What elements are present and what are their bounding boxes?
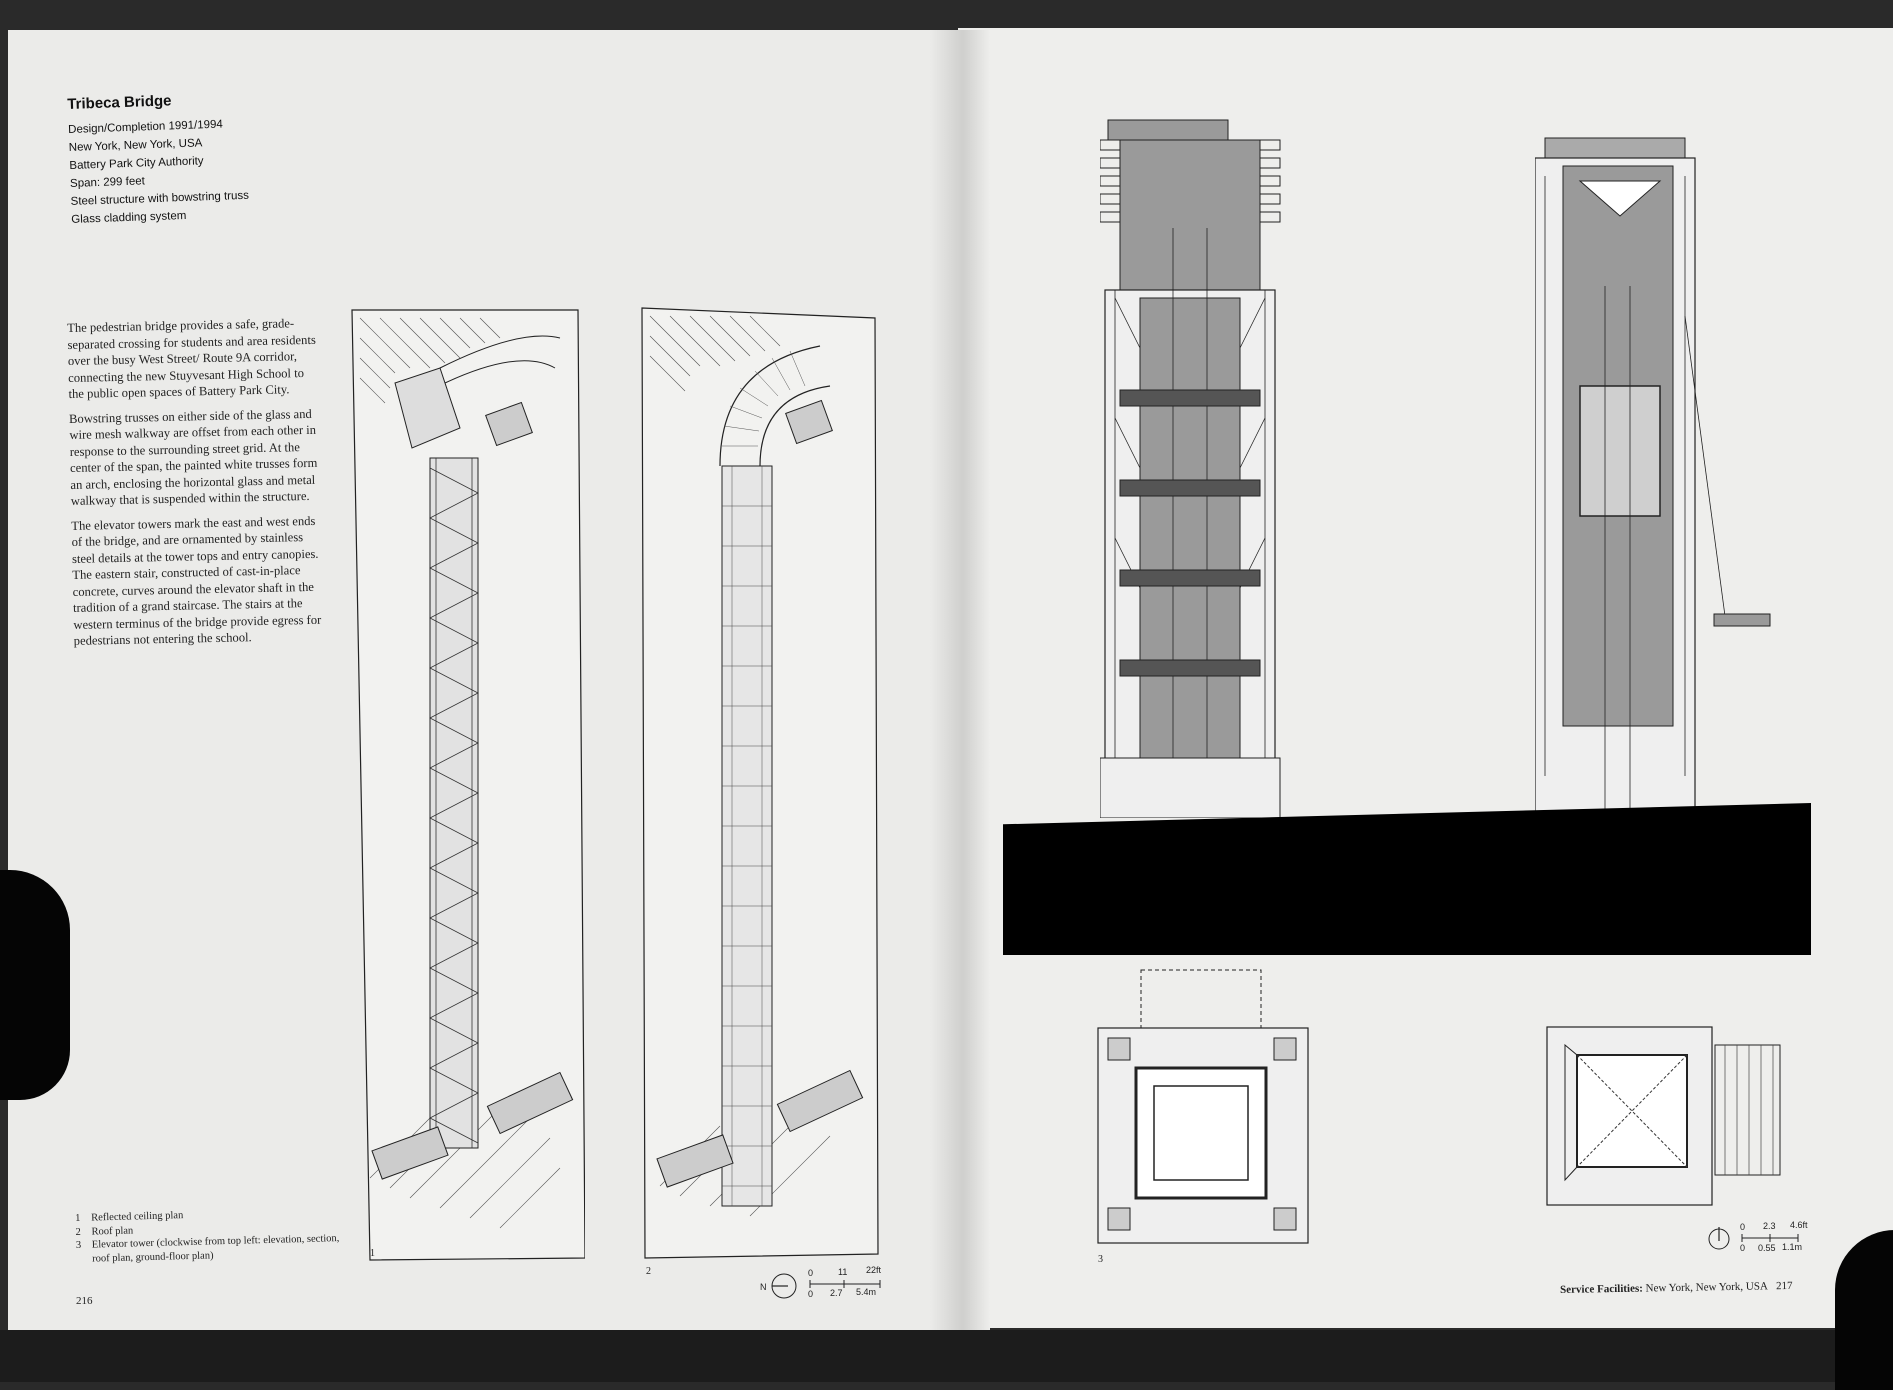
figure-3-label: 3 [1098,1254,1103,1265]
project-header: Tribeca Bridge Design/Completion 1991/19… [67,90,250,229]
paragraph-3: The elevator towers mark the east and we… [71,513,322,648]
north-arrow-icon [771,1273,797,1299]
scale-right-m-0: 0 [1740,1243,1746,1253]
north-arrow-icon-right [1708,1227,1730,1250]
reflected-ceiling-plan-drawing [351,309,585,1261]
scale-bar-left [809,1280,881,1288]
tower-section-drawing [1535,137,1725,936]
scale-right-ft-mid: 2.3 [1763,1221,1776,1231]
table-surface [0,1330,1893,1382]
figure-2-label: 2 [646,1266,651,1277]
footer-section: Service Facilities: [1560,1282,1643,1296]
page-number-left: 216 [76,1295,93,1307]
figure-1-label: 1 [370,1248,375,1259]
scale-right-ft-0: 0 [1740,1222,1746,1232]
tower-elevation-drawing [1100,119,1281,818]
scale-ft-max: 22ft [866,1265,882,1275]
page-number-right: 217 [1775,1279,1793,1293]
tower-ground-floor-plan-drawing [1546,1026,1781,1206]
book-gutter [930,30,990,1360]
scale-ft-0: 0 [808,1268,814,1278]
entry-canopy-detail [1713,613,1771,627]
scale-m-0: 0 [808,1289,814,1299]
roof-plan-drawing [641,307,879,1259]
scale-right-ft-max: 4.6ft [1790,1220,1808,1230]
scale-right-m-mid: 0.55 [1758,1243,1776,1253]
ground-section-band [1003,803,1811,955]
scale-ft-mid: 11 [838,1267,848,1277]
scale-m-max: 5.4m [856,1287,877,1297]
thumb-right [1835,1230,1893,1390]
project-description: The pedestrian bridge provides a safe, g… [67,315,324,658]
scale-m-mid: 2.7 [830,1288,843,1298]
tower-roof-plan-drawing [1097,969,1309,1244]
north-label: N [760,1282,767,1292]
thumb-left [0,870,70,1100]
scale-right-m-max: 1.1m [1782,1242,1803,1252]
paragraph-2: Bowstring trusses on either side of the … [68,406,318,508]
scale-bar-right [1741,1234,1799,1242]
paragraph-1: The pedestrian bridge provides a safe, g… [67,316,316,401]
footer-location: New York, New York, USA [1645,1280,1768,1295]
